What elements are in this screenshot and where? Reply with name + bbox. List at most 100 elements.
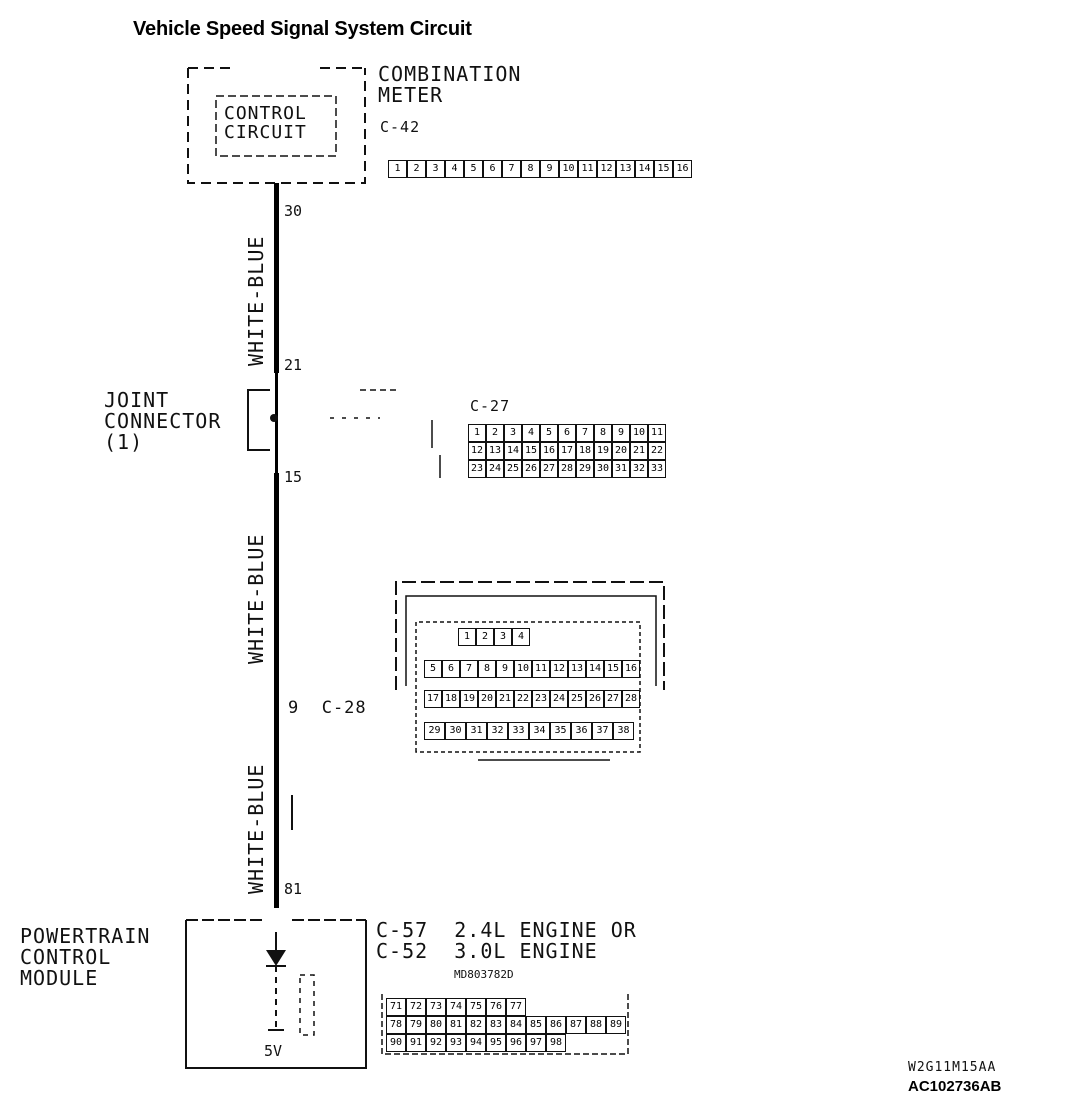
- connector-pin: 34: [529, 722, 550, 740]
- junction-dot: [270, 414, 278, 422]
- connector-pin: 14: [504, 442, 522, 460]
- joint-connector-label: JOINT CONNECTOR (1): [104, 388, 222, 454]
- connector-pin: 26: [586, 690, 604, 708]
- connector-pin: 23: [468, 460, 486, 478]
- connector-pin: 85: [526, 1016, 546, 1034]
- figure-code-1: W2G11M15AA: [908, 1060, 997, 1075]
- connector-pin: 35: [550, 722, 571, 740]
- connector-pin: 72: [406, 998, 426, 1016]
- control-circuit-label: CONTROL CIRCUIT: [224, 103, 307, 143]
- connector-pin: 12: [597, 160, 616, 178]
- connector-pin: 14: [586, 660, 604, 678]
- connector-pin: 5: [424, 660, 442, 678]
- connector-pin: 76: [486, 998, 506, 1016]
- connector-pin: 21: [496, 690, 514, 708]
- connector-pin: 11: [532, 660, 550, 678]
- connector-pin: 95: [486, 1034, 506, 1052]
- connector-pin: 3: [494, 628, 512, 646]
- joint-pin-out: 15: [284, 468, 303, 486]
- connector-pin: 75: [466, 998, 486, 1016]
- connector-pin: 7: [460, 660, 478, 678]
- connector-pin: 16: [622, 660, 640, 678]
- connector-pin: 13: [616, 160, 635, 178]
- connector-pin: 30: [445, 722, 466, 740]
- pcm-connector-line1: C-57 2.4L ENGINE OR: [376, 918, 637, 942]
- connector-pin: 89: [606, 1016, 626, 1034]
- connector-pin: 4: [445, 160, 464, 178]
- pcm-pin-number: 81: [284, 880, 303, 898]
- connector-pin: 77: [506, 998, 526, 1016]
- connector-pin: 22: [648, 442, 666, 460]
- connector-pin: 2: [476, 628, 494, 646]
- connector-pin: 3: [426, 160, 445, 178]
- connector-pin: 22: [514, 690, 532, 708]
- connector-pin: 78: [386, 1016, 406, 1034]
- connector-pin: 12: [468, 442, 486, 460]
- connector-pin: 91: [406, 1034, 426, 1052]
- connector-pin: 82: [466, 1016, 486, 1034]
- connector-pin: 1: [388, 160, 407, 178]
- connector-pin: 90: [386, 1034, 406, 1052]
- connector-pin: 13: [568, 660, 586, 678]
- connector-pin: 15: [604, 660, 622, 678]
- connector-pin: 96: [506, 1034, 526, 1052]
- connector-pin: 31: [612, 460, 630, 478]
- connector-pin: 25: [568, 690, 586, 708]
- connector-pin: 19: [460, 690, 478, 708]
- connector-pin: 81: [446, 1016, 466, 1034]
- pcm-voltage-label: 5V: [264, 1042, 283, 1060]
- pcm-part-number: MD803782D: [454, 968, 514, 981]
- pcm-connector-line2: C-52 3.0L ENGINE: [376, 939, 598, 963]
- combination-meter-label: COMBINATION METER: [378, 62, 522, 107]
- connector-pin: 11: [648, 424, 666, 442]
- connector-pin: 83: [486, 1016, 506, 1034]
- connector-pin: 2: [407, 160, 426, 178]
- connector-pin: 14: [635, 160, 654, 178]
- connector-pin: 27: [604, 690, 622, 708]
- joint-connector-code: C-27: [470, 397, 511, 415]
- wire-color-label-1: WHITE-BLUE: [244, 235, 268, 366]
- connector-pin: 13: [486, 442, 504, 460]
- connector-pin: 8: [521, 160, 540, 178]
- connector-pin: 33: [508, 722, 529, 740]
- mid-connector-label: 9 C-28: [288, 698, 367, 718]
- connector-pin: 8: [478, 660, 496, 678]
- connector-pin: 4: [512, 628, 530, 646]
- wire-color-label-3: WHITE-BLUE: [244, 763, 268, 894]
- connector-pin: 28: [622, 690, 640, 708]
- connector-pin: 20: [478, 690, 496, 708]
- connector-pin: 74: [446, 998, 466, 1016]
- wire-joint-connector: [275, 373, 278, 473]
- connector-pin: 12: [550, 660, 568, 678]
- connector-pin: 25: [504, 460, 522, 478]
- connector-pin: 36: [571, 722, 592, 740]
- connector-pin: 23: [532, 690, 550, 708]
- connector-pin: 18: [442, 690, 460, 708]
- connector-pin: 9: [612, 424, 630, 442]
- connector-pin: 26: [522, 460, 540, 478]
- connector-pin: 6: [442, 660, 460, 678]
- connector-pin: 7: [576, 424, 594, 442]
- connector-pin: 16: [673, 160, 692, 178]
- connector-pin: 27: [540, 460, 558, 478]
- connector-pin: 38: [613, 722, 634, 740]
- connector-pin: 4: [522, 424, 540, 442]
- connector-pin: 87: [566, 1016, 586, 1034]
- connector-pin: 2: [486, 424, 504, 442]
- connector-pin: 15: [654, 160, 673, 178]
- connector-pin: 79: [406, 1016, 426, 1034]
- connector-pin: 10: [559, 160, 578, 178]
- connector-pin: 19: [594, 442, 612, 460]
- connector-pin: 32: [630, 460, 648, 478]
- pcm-label: POWERTRAIN CONTROL MODULE: [20, 924, 151, 990]
